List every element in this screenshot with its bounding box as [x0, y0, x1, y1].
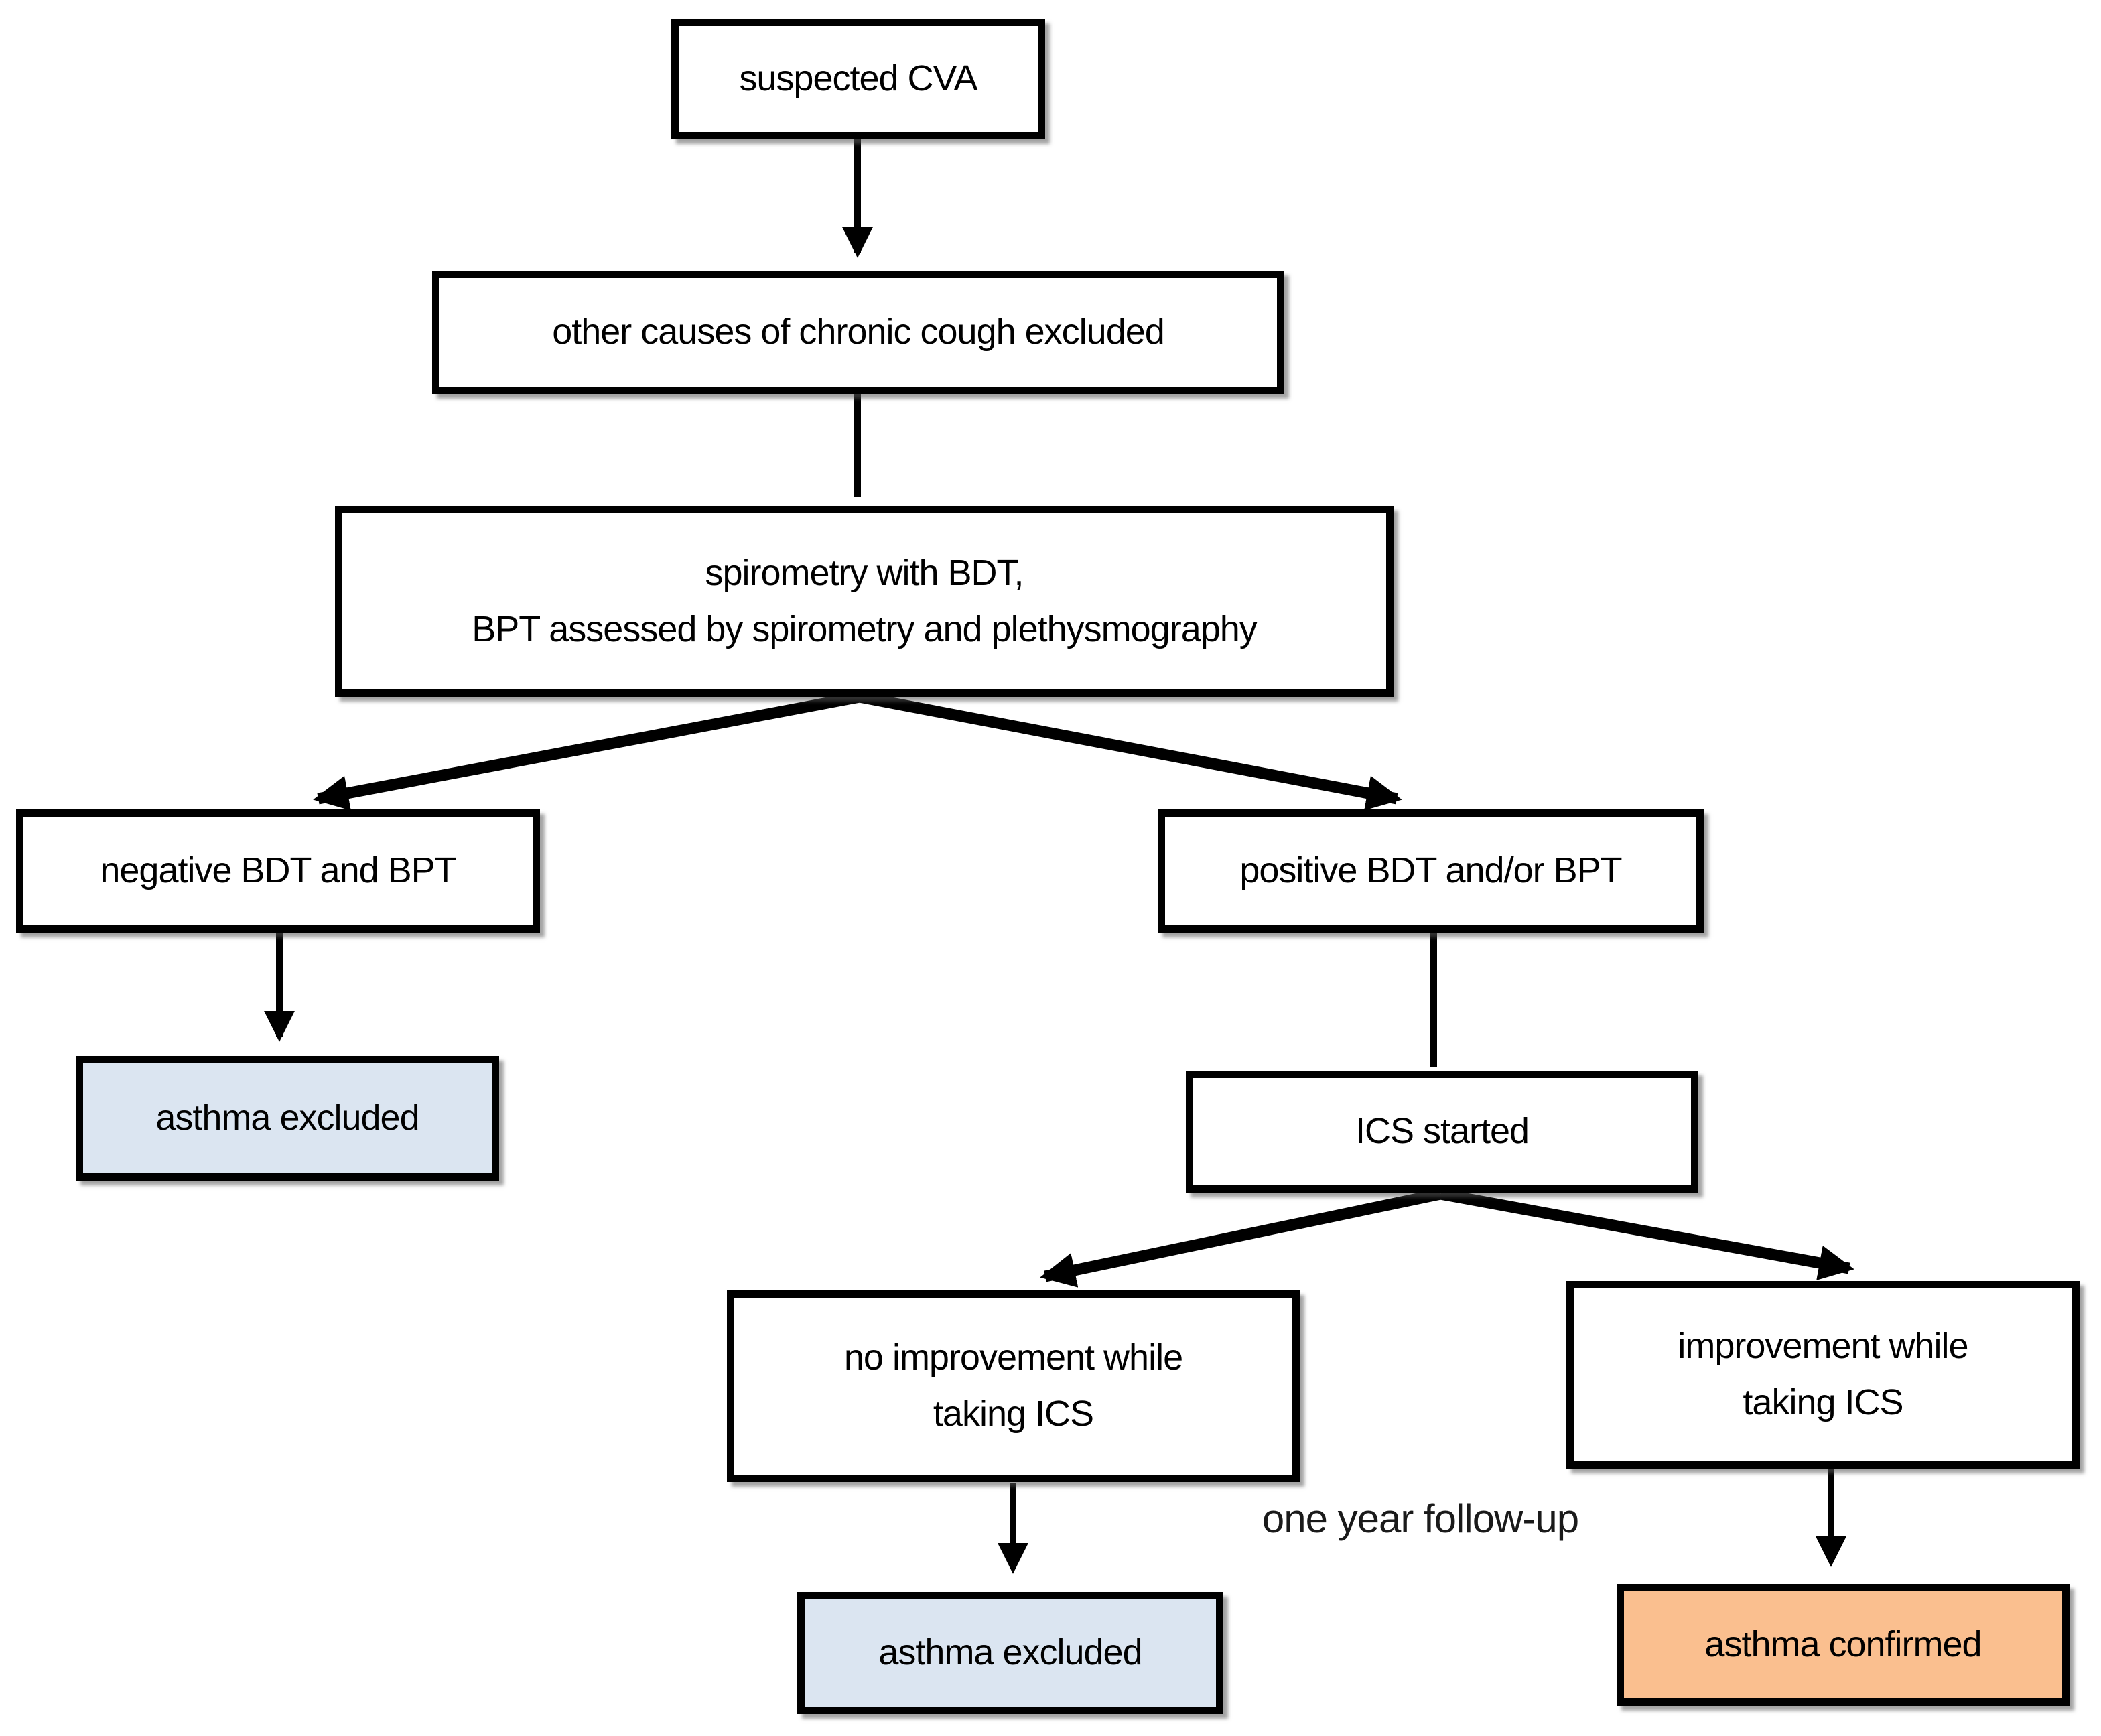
arrow-spirometry-to-positive	[858, 691, 1402, 811]
node-suspected-cva: suspected CVA	[671, 19, 1045, 139]
node-label: negative BDT and BPT	[100, 850, 456, 891]
arrow-ics-to-no-improvement	[1040, 1188, 1442, 1288]
follow-up-label: one year follow-up	[1262, 1496, 1579, 1541]
node-label: spirometry with BDT, BPT assessed by spi…	[472, 552, 1258, 649]
node-ics-started: ICS started	[1186, 1071, 1698, 1193]
node-label: ICS started	[1355, 1111, 1530, 1152]
node-improvement: improvement while taking ICS	[1566, 1281, 2080, 1469]
node-spirometry-bdt-bpt: spirometry with BDT, BPT assessed by spi…	[335, 506, 1394, 697]
node-asthma-confirmed: asthma confirmed	[1617, 1584, 2070, 1706]
arrow-ics-to-improvement	[1439, 1188, 1854, 1280]
node-label: positive BDT and/or BPT	[1239, 850, 1622, 891]
node-no-improvement: no improvement while taking ICS	[727, 1290, 1300, 1482]
node-label: no improvement while taking ICS	[843, 1337, 1183, 1434]
node-negative-bdt-bpt: negative BDT and BPT	[16, 809, 540, 933]
arrow-spirometry-to-negative	[313, 691, 861, 811]
node-asthma-excluded-left: asthma excluded	[76, 1056, 499, 1181]
node-label: suspected CVA	[739, 58, 977, 99]
node-label: improvement while taking ICS	[1678, 1326, 1968, 1422]
node-other-causes-excluded: other causes of chronic cough excluded	[432, 271, 1284, 394]
node-label: asthma excluded	[155, 1097, 419, 1138]
node-positive-bdt-bpt: positive BDT and/or BPT	[1158, 809, 1704, 933]
node-asthma-excluded-bottom: asthma excluded	[797, 1592, 1223, 1714]
node-label: asthma confirmed	[1704, 1624, 1982, 1665]
node-label: other causes of chronic cough excluded	[552, 312, 1165, 352]
node-label: asthma excluded	[878, 1632, 1142, 1673]
